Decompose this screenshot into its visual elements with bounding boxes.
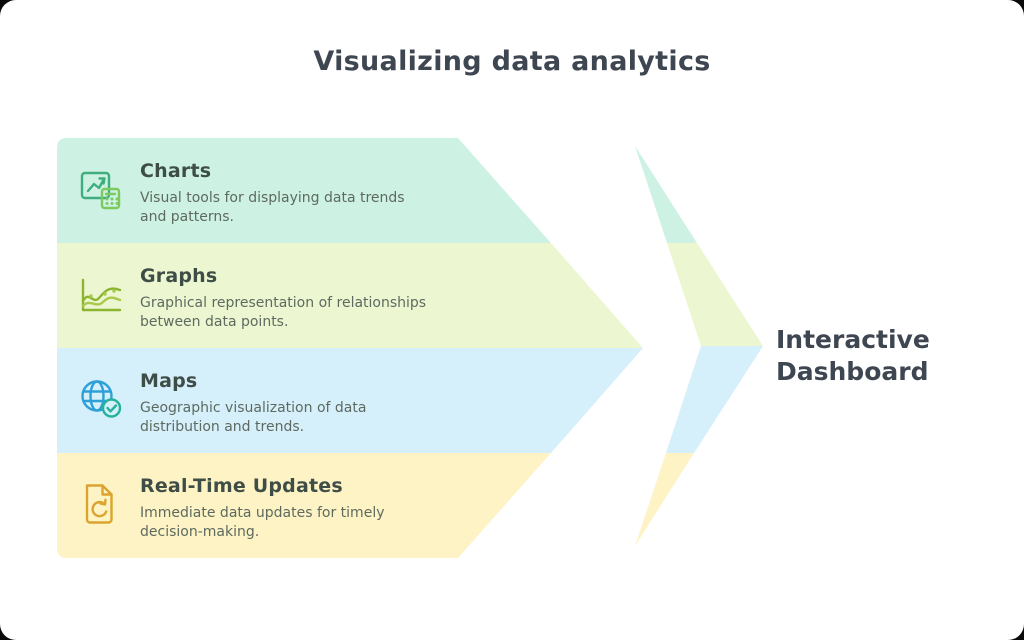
band-item-realtime: Real-Time Updates Immediate data updates… [78, 475, 638, 542]
band-shape-graphs [57, 243, 643, 348]
band-label-maps: Maps [140, 370, 198, 392]
band-item-graphs: Graphs Graphical representation of relat… [78, 265, 638, 332]
chart-calculator-icon [80, 171, 121, 210]
arrowhead-slice-maps [666, 346, 763, 453]
result-label: Interactive Dashboard [776, 324, 930, 387]
result-line-1: Interactive [776, 325, 930, 354]
band-shape-realtime [57, 453, 551, 558]
band-description-realtime: Immediate data updates for timely decisi… [140, 505, 385, 541]
band-text-maps: Maps Geographic visualization of data di… [140, 370, 435, 437]
document-refresh-icon [85, 484, 113, 524]
band-description-maps: Geographic visualization of data distrib… [140, 400, 367, 436]
band-item-charts: Charts Visual tools for displaying data … [78, 160, 638, 227]
band-text-realtime: Real-Time Updates Immediate data updates… [140, 475, 435, 542]
arrowhead-slice-charts [635, 146, 697, 243]
band-description-graphs: Graphical representation of relationship… [140, 295, 427, 331]
line-graph-icon [81, 278, 122, 312]
band-shape-charts [57, 138, 551, 243]
arrowhead-slice-graphs [667, 243, 763, 346]
band-text-graphs: Graphs Graphical representation of relat… [140, 265, 435, 332]
band-label-graphs: Graphs [140, 265, 218, 287]
globe-check-icon [81, 380, 122, 418]
band-text-charts: Charts Visual tools for displaying data … [140, 160, 435, 227]
band-description-charts: Visual tools for displaying data trends … [140, 190, 405, 226]
arrowhead-slice-realtime [635, 453, 694, 546]
band-shape-maps [57, 348, 643, 453]
band-label-charts: Charts [140, 160, 212, 182]
result-line-2: Dashboard [776, 356, 929, 386]
diagram-title: Visualizing data analytics [313, 46, 711, 77]
band-label-realtime: Real-Time Updates [140, 475, 343, 497]
band-item-maps: Maps Geographic visualization of data di… [78, 370, 638, 437]
